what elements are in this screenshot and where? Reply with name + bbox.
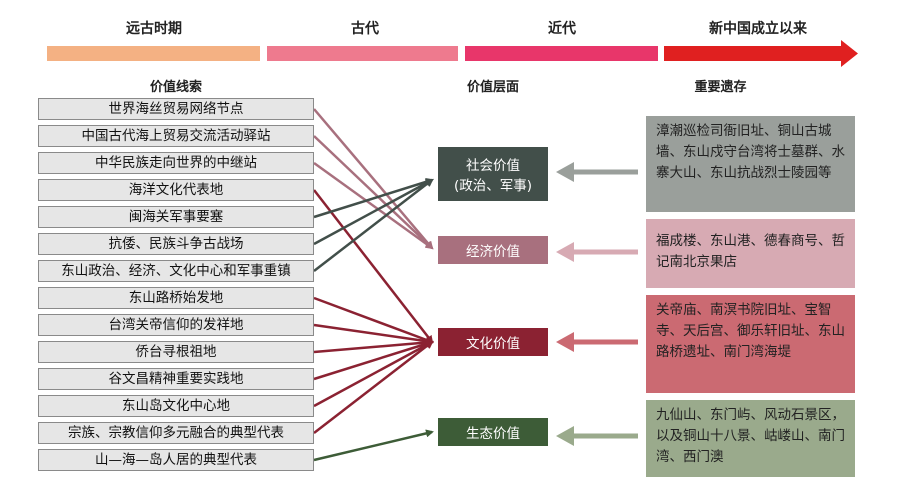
clue-item: 闽海关军事要塞 — [38, 206, 314, 228]
clue-item: 谷文昌精神重要实践地 — [38, 368, 314, 390]
link-line — [313, 429, 434, 462]
link-line — [313, 340, 434, 434]
link-line — [313, 161, 434, 250]
value-cultural-label: 文化价值 — [466, 336, 520, 352]
link-line — [313, 178, 434, 246]
clue-item: 山—海—岛人居的典型代表 — [38, 449, 314, 471]
link-line — [313, 340, 434, 408]
link-line — [313, 135, 434, 250]
link-line — [313, 338, 434, 354]
link-line — [313, 177, 434, 219]
clue-item: 中国古代海上贸易交流活动驿站 — [38, 125, 314, 147]
link-line — [313, 323, 434, 346]
value-social-label: 社会价值 — [466, 158, 520, 174]
header-values: 价值层面 — [466, 80, 519, 95]
value-box-social: 社会价值 (政治、军事) — [438, 147, 548, 201]
clue-item: 宗族、宗教信仰多元融合的典型代表 — [38, 422, 314, 444]
arrow-cultural — [556, 332, 638, 352]
header-clues: 价值线索 — [149, 80, 202, 95]
value-economic-label: 经济价值 — [466, 244, 520, 260]
period-bar-classical — [267, 46, 458, 61]
clue-item: 中华民族走向世界的中继站 — [38, 152, 314, 174]
period-label-new-china: 新中国成立以来 — [709, 21, 807, 37]
clue-item: 海洋文化代表地 — [38, 179, 314, 201]
clue-item: 东山路桥始发地 — [38, 287, 314, 309]
period-label-classical: 古代 — [351, 21, 379, 37]
value-box-economic: 经济价值 — [438, 236, 548, 264]
clue-item: 东山政治、经济、文化中心和军事重镇 — [38, 260, 314, 282]
value-box-ecological: 生态价值 — [438, 418, 548, 446]
period-label-modern: 近代 — [548, 21, 576, 37]
legacy-box-economic: 福成楼、东山港、德春商号、哲记南北京果店 — [646, 219, 855, 288]
legacy-box-social: 漳潮巡检司衙旧址、铜山古城墙、东山戍守台湾将士墓群、水寨大山、东山抗战烈士陵园等 — [646, 116, 855, 212]
value-box-cultural: 文化价值 — [438, 328, 548, 356]
link-line — [313, 178, 434, 272]
clue-item: 东山岛文化中心地 — [38, 395, 314, 417]
clue-item: 台湾关帝信仰的发祥地 — [38, 314, 314, 336]
link-line — [313, 339, 434, 381]
legacy-box-cultural: 关帝庙、南溟书院旧址、宝智寺、天后宫、御乐轩旧址、东山路桥遗址、南门湾海堤 — [646, 295, 855, 393]
arrow-economic — [556, 242, 638, 262]
period-bar-modern — [465, 46, 658, 61]
clue-item: 世界海丝贸易网络节点 — [38, 98, 314, 120]
link-line — [313, 108, 434, 250]
header-legacies: 重要遗存 — [694, 80, 747, 95]
value-social-sublabel: (政治、军事) — [453, 178, 533, 194]
clue-item: 侨台寻根祖地 — [38, 341, 314, 363]
clue-item: 抗倭、民族斗争古战场 — [38, 233, 314, 255]
arrow-ecological — [556, 426, 638, 446]
legacy-box-ecological: 九仙山、东门屿、风动石景区，以及铜山十八景、岵嵝山、南门湾、西门澳 — [646, 400, 855, 477]
value-ecological-label: 生态价值 — [466, 426, 520, 442]
arrow-social — [556, 162, 638, 182]
link-line — [313, 296, 434, 344]
period-bar-ancient — [47, 46, 260, 61]
period-label-ancient: 远古时期 — [126, 21, 182, 37]
link-line — [313, 189, 434, 344]
